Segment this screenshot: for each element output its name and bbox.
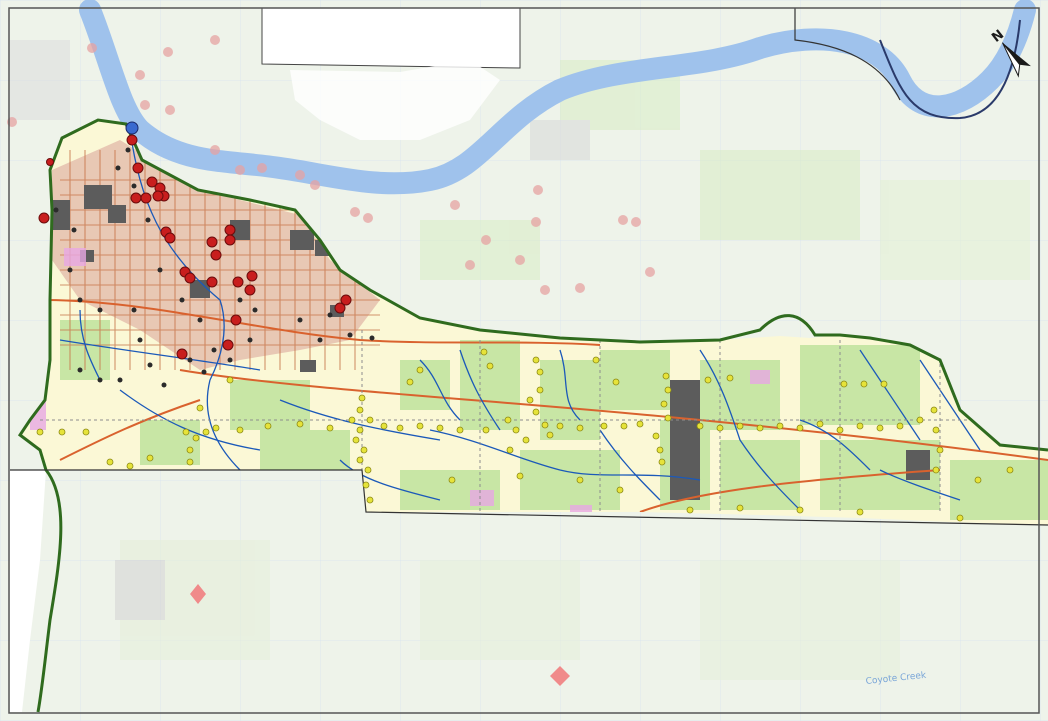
- well-points: [36, 348, 1014, 522]
- southern-boundary: [10, 469, 1048, 526]
- network-nodes: [53, 147, 375, 388]
- study-area-boundary: [48, 118, 1048, 452]
- river: [79, 0, 1036, 195]
- streams: [59, 129, 981, 511]
- context-land-cover: [10, 40, 1030, 680]
- urban-road-grid: [60, 150, 380, 370]
- blank-inset-top: [261, 7, 521, 69]
- outlet-marker: [125, 121, 139, 135]
- blank-inset-left: [10, 470, 46, 712]
- sample-sites: [38, 134, 352, 360]
- diamond-marker-2: [550, 666, 570, 686]
- diamond-marker-1: [190, 584, 206, 604]
- blank-lake: [290, 60, 500, 140]
- river-inlet: [794, 8, 901, 101]
- map-frame-border: [8, 7, 1040, 714]
- study-area-boundary-west: [17, 209, 63, 713]
